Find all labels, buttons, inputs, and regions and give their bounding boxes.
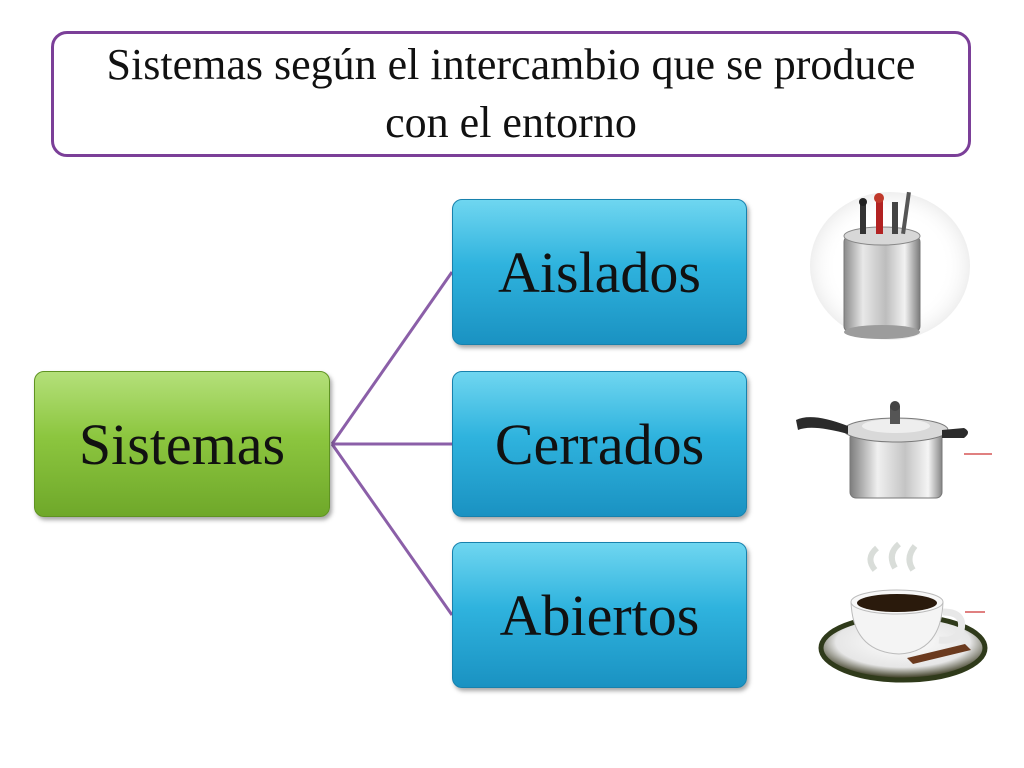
node-sistemas: Sistemas [34, 371, 330, 517]
coffee-cup-icon [818, 541, 988, 683]
pressure-cooker-icon [796, 401, 992, 499]
node-abiertos: Abiertos [452, 542, 747, 688]
node-cerrados: Cerrados [452, 371, 747, 517]
connector-abiertos [330, 443, 454, 616]
title-box: Sistemas según el intercambio que se pro… [51, 31, 971, 157]
connector-aislados [330, 271, 454, 445]
page-title: Sistemas según el intercambio que se pro… [106, 40, 916, 147]
node-aislados: Aislados [452, 199, 747, 345]
calorimeter-icon [810, 191, 970, 340]
